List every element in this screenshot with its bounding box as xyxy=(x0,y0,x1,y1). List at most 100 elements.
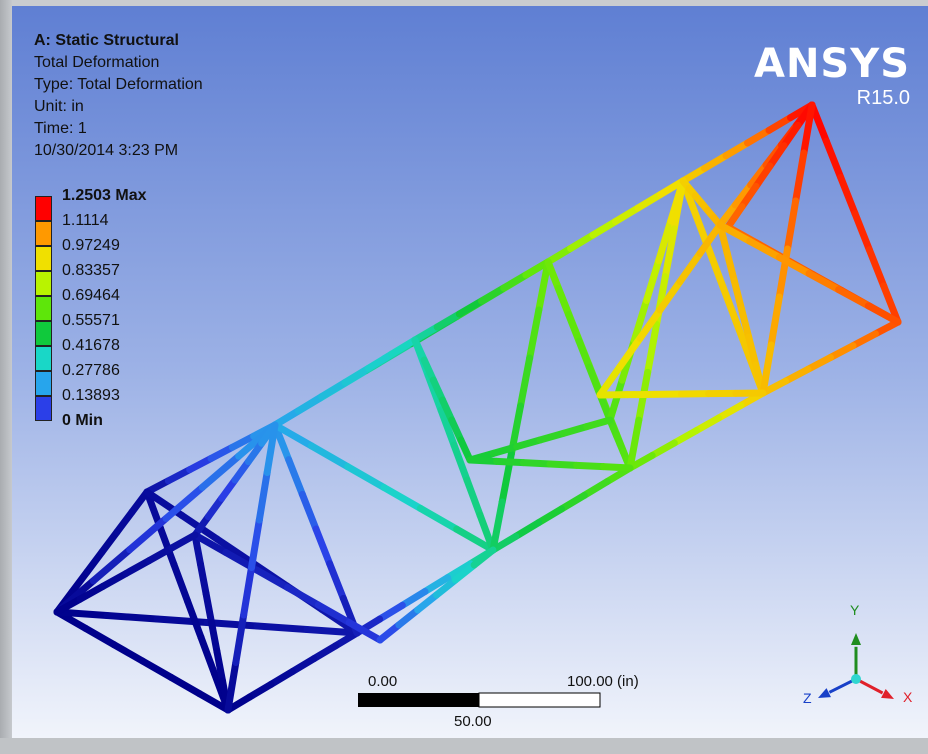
truss-member[interactable] xyxy=(775,253,813,277)
truss-member[interactable] xyxy=(53,608,111,619)
truss-member[interactable] xyxy=(679,164,708,185)
truss-member[interactable] xyxy=(444,560,474,582)
truss-member[interactable] xyxy=(630,297,650,344)
truss-member[interactable] xyxy=(364,350,396,372)
truss-member[interactable] xyxy=(822,137,845,181)
truss-member[interactable] xyxy=(439,396,456,424)
truss-member[interactable] xyxy=(583,416,614,431)
truss-member[interactable] xyxy=(167,673,203,698)
truss-member[interactable] xyxy=(103,612,161,623)
truss-member[interactable] xyxy=(162,483,206,522)
truss-member[interactable] xyxy=(746,237,783,261)
truss-member[interactable] xyxy=(558,491,588,513)
truss-member[interactable] xyxy=(450,441,471,484)
truss-member[interactable] xyxy=(398,588,429,609)
truss-member[interactable] xyxy=(554,284,573,319)
truss-member[interactable] xyxy=(204,494,226,521)
truss-member[interactable] xyxy=(186,455,215,474)
truss-member[interactable] xyxy=(804,354,834,373)
truss-member[interactable] xyxy=(164,466,194,485)
truss-member[interactable] xyxy=(800,101,816,157)
truss-member[interactable] xyxy=(376,621,403,644)
truss-member[interactable] xyxy=(244,439,266,466)
truss-member[interactable] xyxy=(421,574,452,595)
truss-member[interactable] xyxy=(536,429,567,444)
truss-member[interactable] xyxy=(512,519,543,540)
truss-member[interactable] xyxy=(246,680,275,701)
truss-member[interactable] xyxy=(99,570,130,590)
truss-member[interactable] xyxy=(307,442,352,471)
truss-member[interactable] xyxy=(253,566,291,591)
truss-member[interactable] xyxy=(837,173,859,217)
truss-model-view[interactable] xyxy=(12,6,928,738)
truss-member[interactable] xyxy=(429,376,446,404)
truss-member[interactable] xyxy=(676,249,704,286)
truss-member[interactable] xyxy=(656,278,684,314)
truss-member[interactable] xyxy=(780,121,802,150)
truss-member[interactable] xyxy=(585,363,604,398)
truss-member[interactable] xyxy=(448,416,465,444)
truss-member[interactable] xyxy=(670,427,700,447)
truss-member[interactable] xyxy=(696,221,724,257)
truss-member[interactable] xyxy=(535,505,565,527)
truss-member[interactable] xyxy=(453,525,497,554)
truss-member[interactable] xyxy=(213,535,256,566)
truss-member[interactable] xyxy=(670,177,687,233)
truss-member[interactable] xyxy=(655,217,675,265)
truss-member[interactable] xyxy=(849,330,879,350)
truss-member[interactable] xyxy=(730,277,745,313)
truss-member[interactable] xyxy=(724,203,746,231)
coordinate-triad[interactable] xyxy=(12,6,928,738)
truss-member[interactable] xyxy=(738,305,753,341)
truss-member[interactable] xyxy=(661,225,678,281)
truss-member[interactable] xyxy=(207,443,236,462)
truss-member[interactable] xyxy=(865,246,888,290)
truss-member[interactable] xyxy=(693,414,723,434)
truss-member[interactable] xyxy=(470,546,497,569)
truss-member[interactable] xyxy=(170,561,191,605)
truss-member[interactable] xyxy=(513,436,544,451)
truss-member[interactable] xyxy=(466,456,501,465)
truss-member[interactable] xyxy=(341,364,372,386)
truss-member[interactable] xyxy=(478,284,508,305)
truss-member[interactable] xyxy=(559,423,591,437)
truss-member[interactable] xyxy=(433,576,459,599)
truss-member[interactable] xyxy=(414,591,440,614)
truss-member[interactable] xyxy=(98,528,121,556)
truss-member[interactable] xyxy=(715,402,745,422)
truss-member[interactable] xyxy=(197,633,218,678)
truss-member[interactable] xyxy=(326,560,347,602)
truss-member[interactable] xyxy=(344,463,388,491)
truss-member[interactable] xyxy=(872,318,902,338)
truss-member[interactable] xyxy=(493,457,527,467)
truss-member[interactable] xyxy=(139,657,175,681)
truss-member[interactable] xyxy=(298,490,320,533)
truss-member[interactable] xyxy=(767,293,783,349)
truss-member[interactable] xyxy=(191,531,230,556)
truss-member[interactable] xyxy=(864,302,902,326)
truss-member[interactable] xyxy=(716,201,739,229)
truss-member[interactable] xyxy=(197,560,210,597)
truss-member[interactable] xyxy=(719,283,740,326)
truss-member[interactable] xyxy=(310,642,339,663)
truss-member[interactable] xyxy=(765,114,794,134)
truss-member[interactable] xyxy=(573,461,607,471)
truss-member[interactable] xyxy=(565,311,583,345)
truss-member[interactable] xyxy=(716,221,731,257)
truss-member[interactable] xyxy=(232,611,248,666)
truss-member[interactable] xyxy=(345,619,384,644)
truss-member[interactable] xyxy=(722,139,751,160)
truss-member[interactable] xyxy=(744,126,773,147)
truss-member[interactable] xyxy=(606,376,626,424)
truss-member[interactable] xyxy=(126,515,170,554)
truss-member[interactable] xyxy=(248,516,263,571)
truss-member[interactable] xyxy=(544,258,562,292)
truss-member[interactable] xyxy=(747,161,770,189)
truss-member[interactable] xyxy=(89,546,134,585)
truss-member[interactable] xyxy=(616,334,644,371)
truss-member[interactable] xyxy=(224,659,240,714)
truss-member[interactable] xyxy=(457,436,474,464)
truss-member[interactable] xyxy=(303,626,361,637)
truss-member[interactable] xyxy=(411,323,441,344)
truss-member[interactable] xyxy=(455,297,485,318)
